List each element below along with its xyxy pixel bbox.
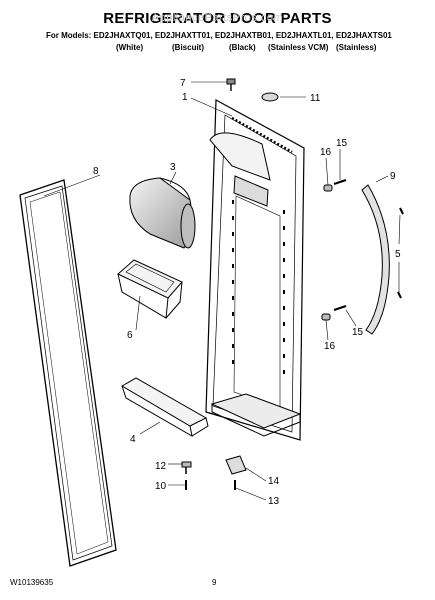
callout-13: 13 [268,496,280,507]
variant-white: (White) [116,43,144,52]
lower-door-shelf [121,377,209,437]
callout-11: 11 [310,93,321,104]
hinge-pin [181,461,192,474]
callout-4: 4 [130,434,136,445]
document-number: W10139635 [10,578,54,587]
door-bin [117,259,183,319]
callout-3: 3 [170,162,176,173]
leader-lines [43,81,401,501]
callout-14: 14 [268,476,280,487]
door-liner [205,99,305,441]
callout-8: 8 [93,166,99,177]
callout-1: 1 [182,92,188,103]
page-number: 9 [212,578,217,587]
variant-stainless: (Stainless) [336,43,377,52]
upper-handle-fastener [323,179,347,192]
lower-handle-fastener [321,305,347,321]
handle-screws [397,207,404,299]
callout-5: 5 [395,249,401,260]
page-title: REFRIGERATOR DOOR PARTS [103,10,332,27]
callout-15-upper: 15 [336,138,348,149]
door-gasket [19,179,117,567]
callout-16-upper: 16 [320,147,332,158]
variant-black: (Black) [229,43,256,52]
dairy-module [129,177,196,249]
variant-biscuit: (Biscuit) [172,43,204,52]
door-handle [361,184,390,335]
callout-9: 9 [390,171,396,182]
color-variants: (White) (Biscuit) (Black) (Stainless VCM… [0,43,435,55]
callout-10: 10 [155,481,167,492]
bottom-bracket [225,455,247,475]
model-list: For Models: ED2JHAXTQ01, ED2JHAXTT01, ED… [46,31,392,40]
callout-16-lower: 16 [324,341,336,352]
callout-15-lower: 15 [352,327,364,338]
variant-stainless-vcm: (Stainless VCM) [268,43,329,52]
callout-6: 6 [127,330,133,341]
watermark: AppliancePartsPros.com [151,12,284,24]
plug-cap [261,92,279,102]
callout-12: 12 [155,461,167,472]
top-screw [226,78,236,91]
callout-7: 7 [180,78,186,89]
